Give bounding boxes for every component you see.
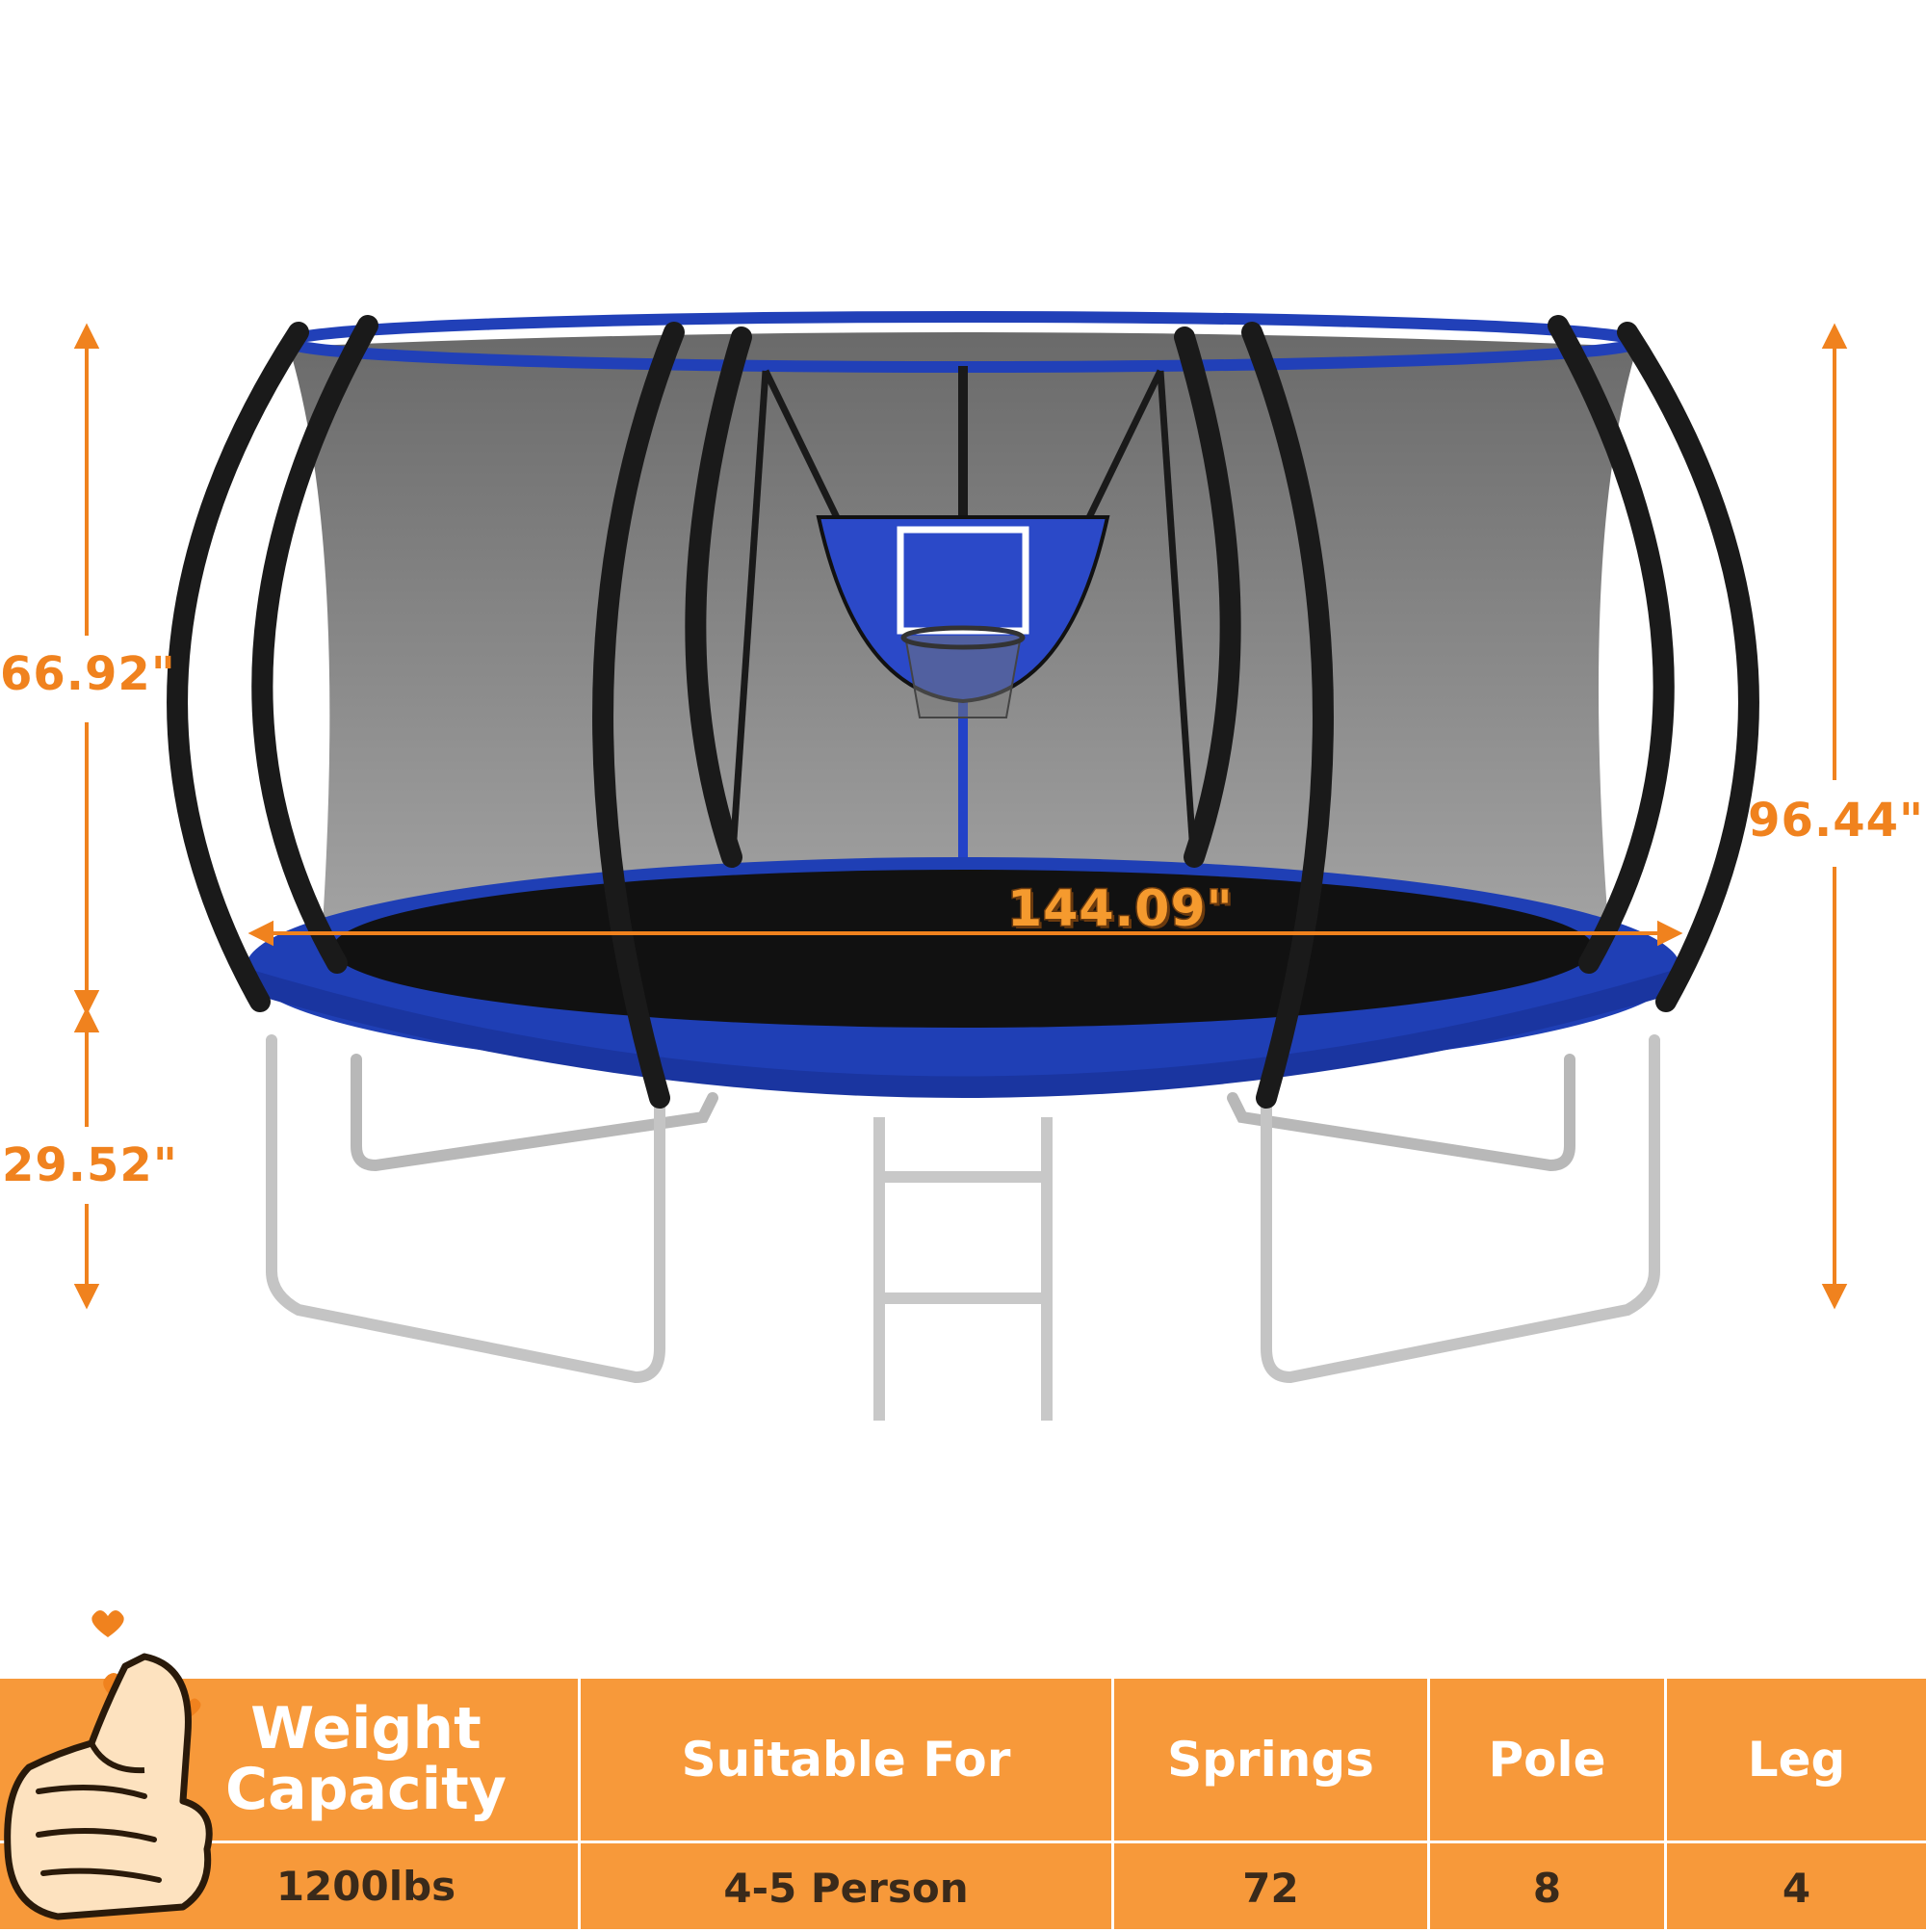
spec-value: 4 (1667, 1841, 1926, 1932)
spec-pole: Pole 8 (1427, 1679, 1664, 1929)
ladder (873, 1117, 1053, 1421)
spec-leg: Leg 4 (1664, 1679, 1926, 1929)
spec-value: 8 (1430, 1841, 1664, 1932)
dimension-arrows (73, 323, 1848, 1310)
spec-header: Springs (1167, 1731, 1374, 1788)
total-height-label: 96.44" (1748, 794, 1924, 848)
net-height-label: 66.92" (0, 647, 176, 701)
specs-table: Weight Capacity 1200lbs Suitable For 4-5… (0, 1676, 1926, 1929)
thumbs-up-icon (4, 1610, 213, 1920)
spec-value: 72 (1114, 1841, 1427, 1932)
spec-value: 4-5 Person (581, 1841, 1111, 1932)
spec-header: Leg (1747, 1731, 1846, 1788)
spec-weight-capacity: Weight Capacity 1200lbs (0, 1679, 578, 1929)
spec-springs: Springs 72 (1111, 1679, 1427, 1929)
spec-header: Weight Capacity (225, 1695, 507, 1823)
diameter-label: 144.09" (1006, 880, 1235, 938)
spec-value: 1200lbs (0, 1841, 578, 1929)
leg-height-label: 29.52" (2, 1138, 178, 1192)
poles (167, 315, 1759, 1109)
spec-header: Suitable For (681, 1731, 1011, 1788)
spec-header: Pole (1488, 1731, 1606, 1788)
spec-suitable-for: Suitable For 4-5 Person (578, 1679, 1111, 1929)
jumping-mat (332, 870, 1594, 1028)
legs (266, 1034, 1660, 1384)
